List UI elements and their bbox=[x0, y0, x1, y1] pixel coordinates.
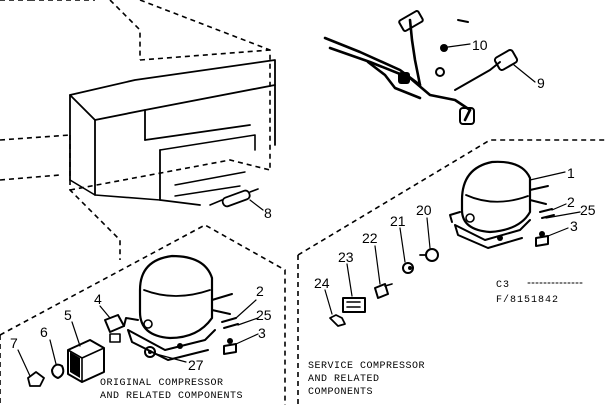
callout-3-service: 3 bbox=[570, 218, 578, 234]
callout-10: 10 bbox=[472, 37, 488, 53]
original-caption-line1: ORIGINAL COMPRESSOR bbox=[100, 378, 224, 389]
service-caption-line1: SERVICE COMPRESSOR bbox=[308, 361, 425, 372]
callout-25-service: 25 bbox=[580, 202, 596, 218]
callout-23: 23 bbox=[338, 249, 354, 265]
callout-24: 24 bbox=[314, 275, 330, 291]
callout-25-original: 25 bbox=[256, 307, 272, 323]
original-part-5 bbox=[67, 339, 105, 383]
callout-6: 6 bbox=[40, 324, 48, 340]
callout-22: 22 bbox=[362, 230, 378, 246]
service-caption-line2: AND RELATED bbox=[308, 374, 380, 385]
callout-27: 27 bbox=[188, 357, 204, 373]
callout-9: 9 bbox=[537, 75, 545, 91]
original-compressor bbox=[123, 254, 233, 361]
original-caption-line2: AND RELATED COMPONENTS bbox=[100, 391, 243, 402]
callout-7: 7 bbox=[10, 335, 18, 351]
service-part-20 bbox=[419, 248, 439, 262]
service-part-23 bbox=[342, 297, 366, 313]
original-part-27 bbox=[144, 346, 156, 358]
original-nut-3 bbox=[223, 338, 237, 355]
service-compressor-1 bbox=[449, 160, 549, 249]
callout-20: 20 bbox=[416, 202, 432, 218]
callout-8: 8 bbox=[264, 205, 272, 221]
drawing-code-number: F/8151842 bbox=[496, 294, 559, 306]
callout-1: 1 bbox=[567, 165, 575, 181]
original-part-7 bbox=[27, 371, 45, 387]
wiring-harness bbox=[323, 10, 519, 125]
service-panel-border bbox=[297, 139, 608, 405]
callout-21: 21 bbox=[390, 213, 406, 229]
original-grommet-2 bbox=[221, 317, 239, 329]
callout-2-original: 2 bbox=[256, 283, 264, 299]
callout-2-service: 2 bbox=[567, 194, 575, 210]
service-part-22 bbox=[374, 283, 393, 299]
machine-compartment bbox=[69, 59, 276, 206]
service-part-21 bbox=[402, 262, 414, 274]
callout-5: 5 bbox=[64, 307, 72, 323]
callout-4: 4 bbox=[94, 291, 102, 307]
drawing-code-c3: C3 bbox=[496, 280, 510, 291]
service-nut-3 bbox=[535, 231, 549, 247]
callout-3-original: 3 bbox=[258, 325, 266, 341]
cabinet-outline bbox=[0, 0, 271, 260]
original-part-6 bbox=[51, 363, 65, 379]
service-caption-line3: COMPONENTS bbox=[308, 387, 373, 398]
service-part-24 bbox=[329, 314, 346, 327]
part-8-drier bbox=[209, 188, 264, 211]
original-panel-border bbox=[0, 224, 286, 405]
original-part-4 bbox=[104, 314, 125, 343]
service-grommet-2 bbox=[539, 208, 555, 219]
